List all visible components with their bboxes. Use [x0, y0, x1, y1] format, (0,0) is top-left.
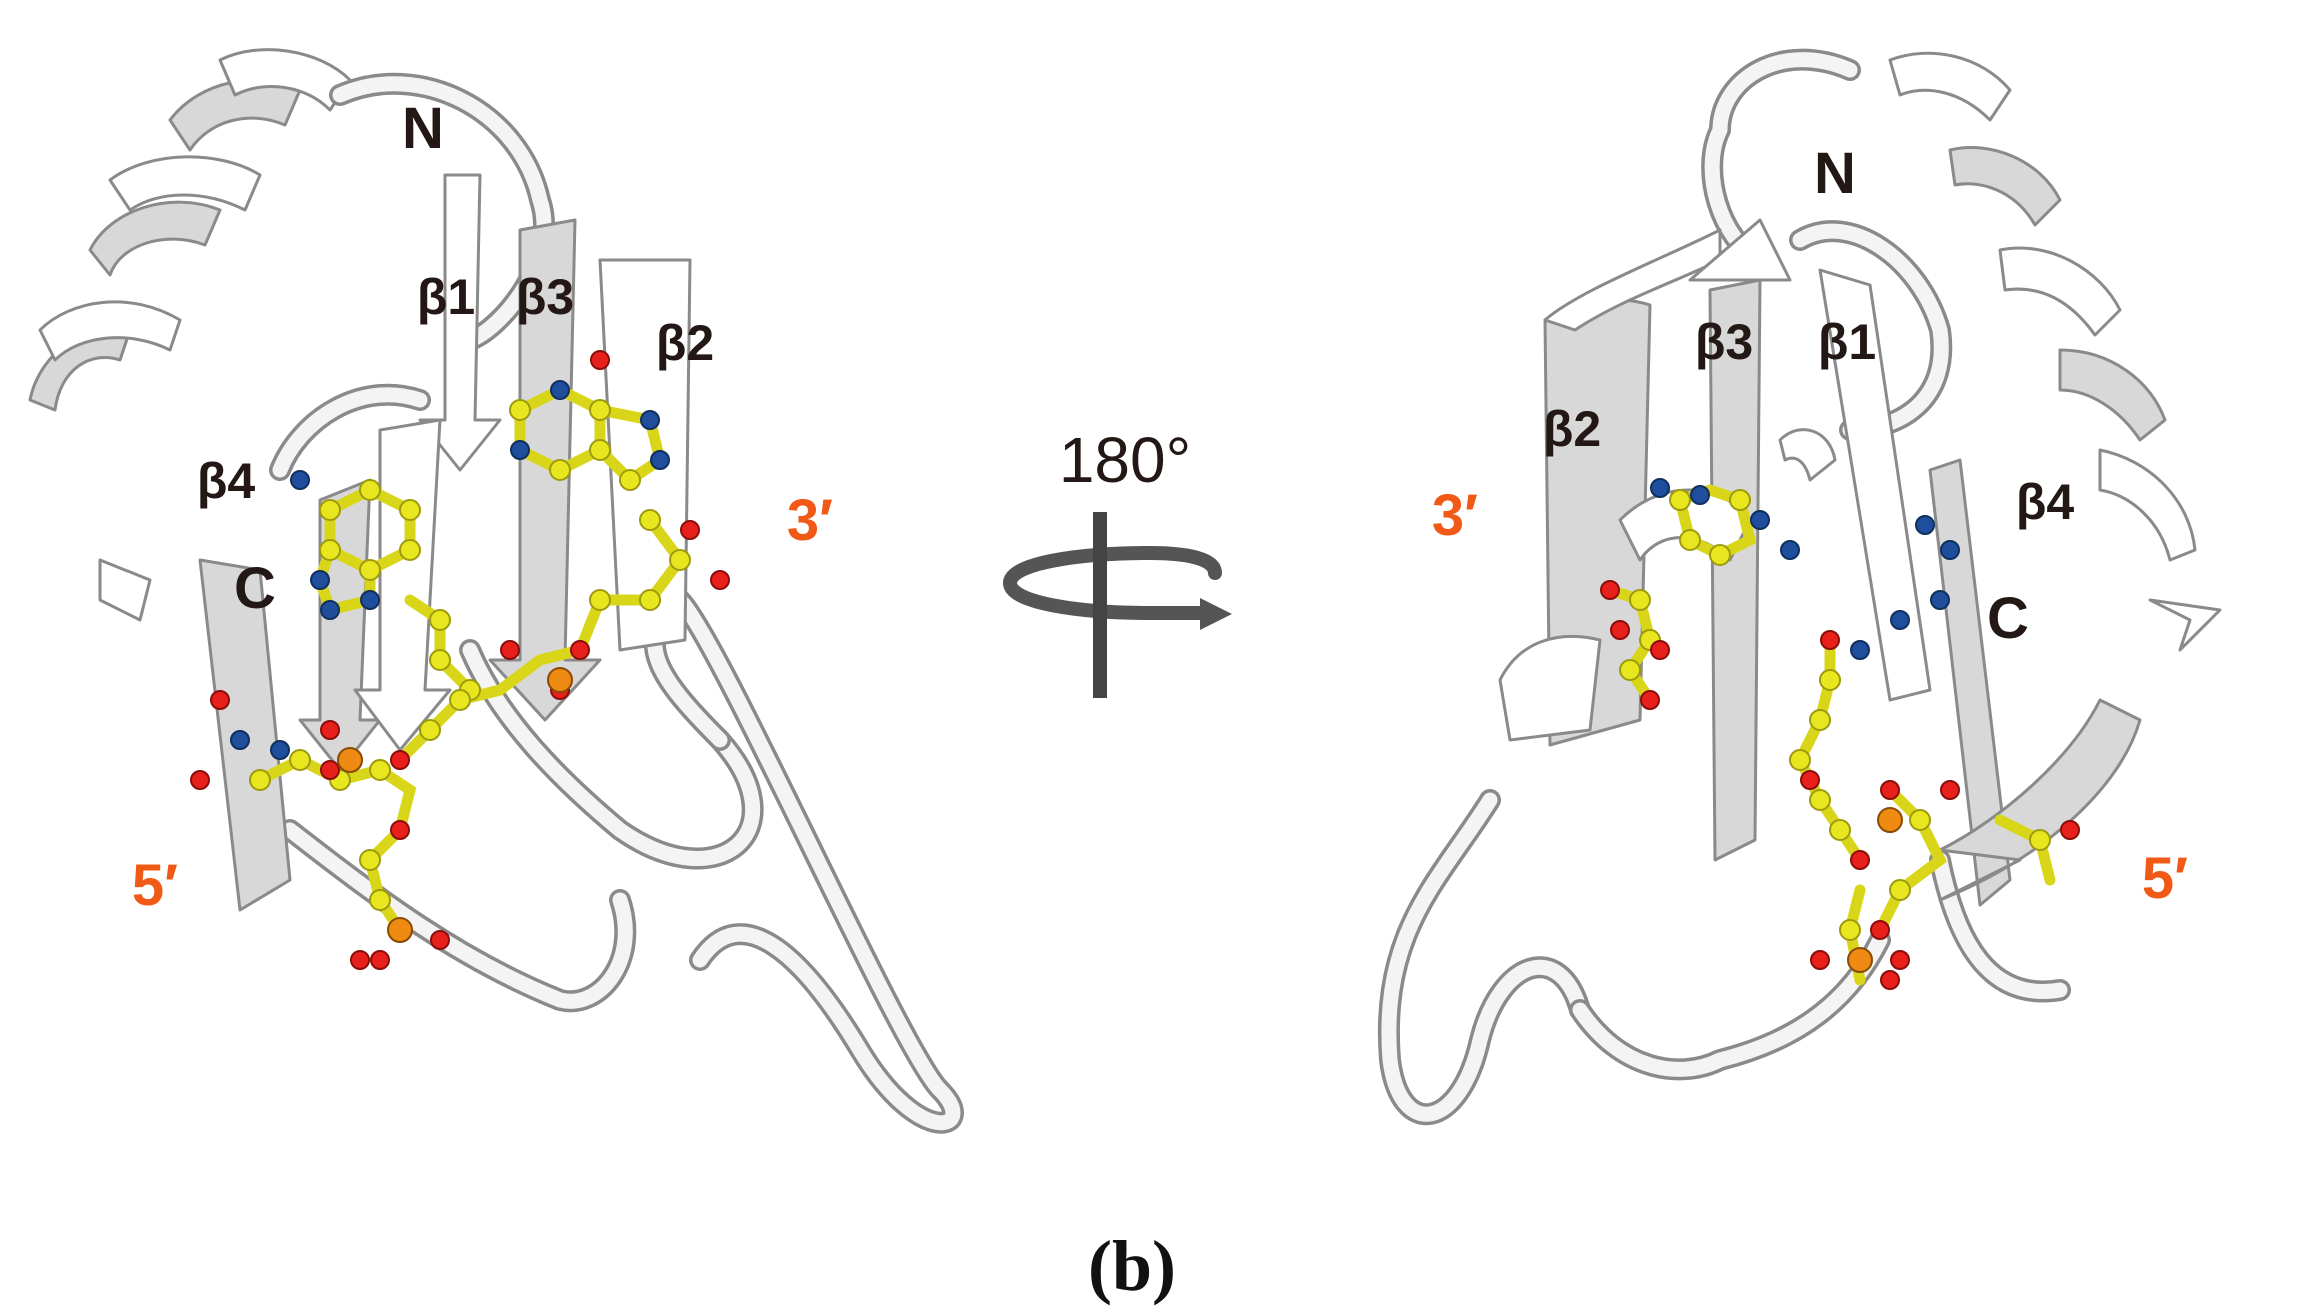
- left-alpha-helix: [28, 48, 352, 412]
- right-phosphorus-atoms: [1847, 807, 1903, 973]
- rotation-arrow-icon: [1003, 512, 1232, 698]
- right-carbon-atoms: [1619, 489, 2051, 941]
- left-strand-label-b3: β3: [516, 269, 574, 325]
- right-strand-label-b1: β1: [1818, 314, 1876, 370]
- left-c-terminus-label: C: [234, 556, 276, 621]
- left-structure: N C β1 β3 β2 β4 3′ 5′: [28, 48, 964, 1134]
- right-strand-label-b3: β3: [1695, 314, 1753, 370]
- right-ligand: [1600, 478, 2080, 990]
- rotation-indicator: 180°: [1003, 424, 1232, 698]
- right-3prime-label: 3′: [1432, 483, 1478, 548]
- right-c-terminus-label: C: [1987, 586, 2029, 651]
- right-structure: N C β3 β1 β2 β4 3′ 5′: [1377, 48, 2222, 1126]
- panel-label: (b): [1088, 1226, 1176, 1306]
- left-carbon-atoms: [249, 399, 691, 911]
- rotation-angle-label: 180°: [1059, 424, 1191, 496]
- left-5prime-label: 5′: [132, 853, 178, 918]
- left-strand-label-b1: β1: [417, 269, 475, 325]
- right-n-terminus-label: N: [1814, 141, 1856, 206]
- right-strand-label-b2: β2: [1543, 401, 1601, 457]
- left-oxygen-atoms: [190, 350, 730, 970]
- left-3prime-label: 3′: [787, 488, 833, 553]
- left-ligand: [190, 350, 730, 970]
- left-phosphorus-atoms: [337, 667, 573, 943]
- left-nitrogen-atoms: [230, 380, 670, 760]
- left-n-terminus-label: N: [402, 96, 444, 161]
- left-strand-label-b4: β4: [197, 453, 256, 509]
- right-5prime-label: 5′: [2142, 846, 2188, 911]
- right-loops: [1377, 48, 2071, 1126]
- right-strand-label-b4: β4: [2016, 474, 2075, 530]
- right-oxygen-atoms: [1600, 580, 2080, 990]
- left-strand-label-b2: β2: [656, 315, 714, 371]
- right-nitrogen-atoms: [1650, 478, 1960, 660]
- right-alpha-helix: [1888, 51, 2197, 562]
